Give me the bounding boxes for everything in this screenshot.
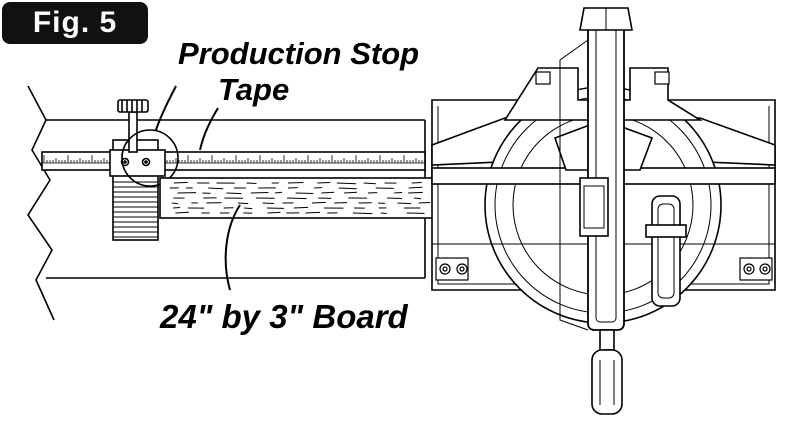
label-production-stop: Production Stop (178, 36, 419, 72)
label-board: 24" by 3" Board (160, 298, 408, 336)
production-stop (110, 100, 165, 240)
figure-badge: Fig. 5 (2, 2, 148, 44)
leader-production-stop (156, 86, 176, 130)
label-tape: Tape (218, 72, 289, 108)
measuring-tape (42, 152, 425, 170)
miter-saw (432, 8, 775, 414)
leader-tape (200, 108, 218, 150)
